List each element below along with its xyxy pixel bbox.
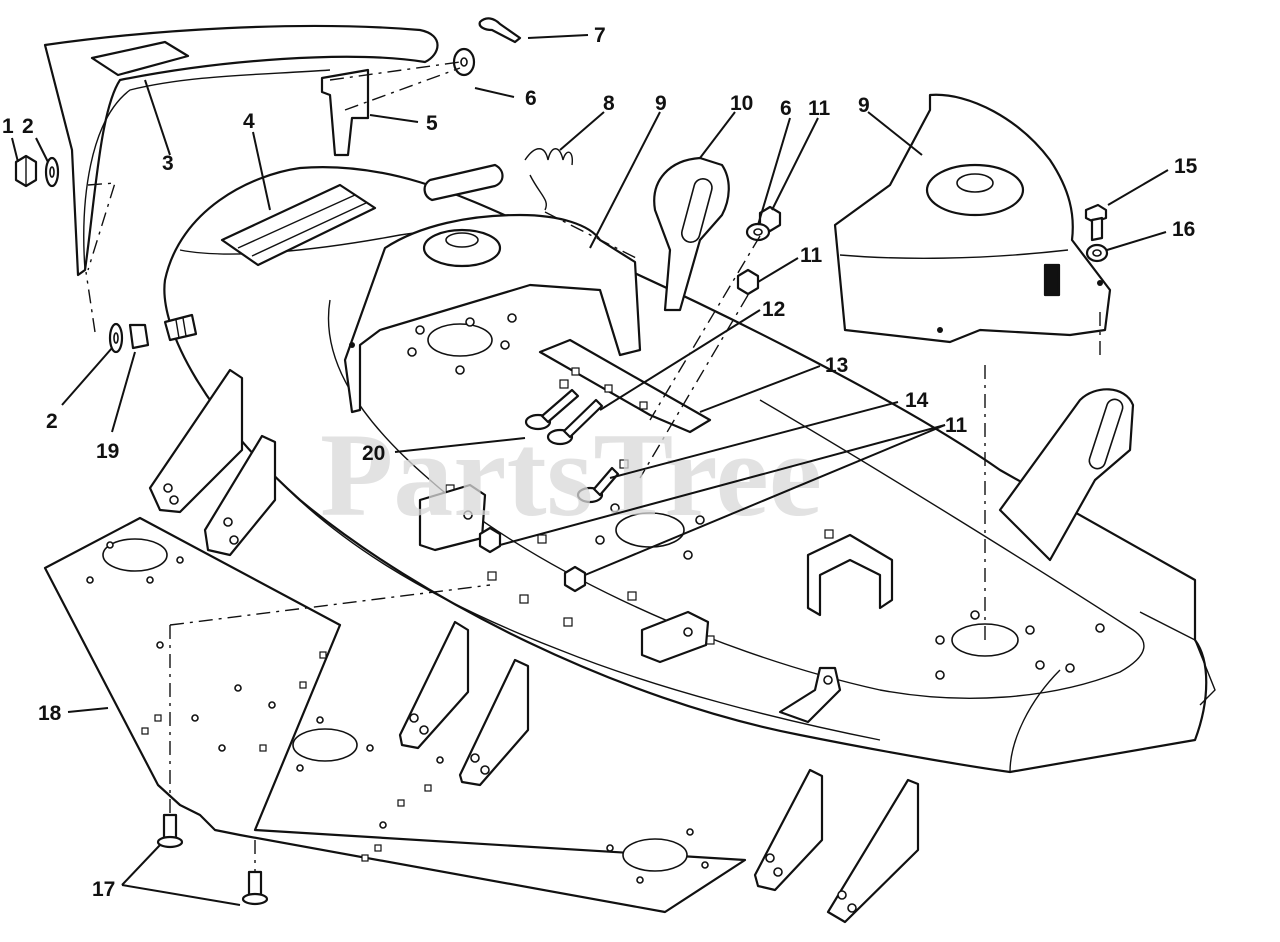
hanger-plate-1 — [148, 368, 244, 514]
hanger-plate-2 — [203, 434, 277, 557]
spacer-19 — [128, 323, 150, 350]
washer-16 — [1085, 243, 1109, 263]
spring — [524, 148, 574, 211]
callout-2-bottom: 2 — [46, 410, 58, 433]
callout-15: 15 — [1174, 155, 1198, 178]
bolt-15 — [1084, 203, 1108, 242]
callout-leaders — [11, 34, 1169, 906]
callout-5: 5 — [426, 112, 438, 135]
callout-11-c: 11 — [945, 414, 968, 437]
callout-20: 20 — [362, 442, 385, 465]
hanger-plate-6 — [826, 778, 920, 924]
callout-9-right: 9 — [858, 94, 870, 117]
bolt-17-b — [241, 870, 269, 906]
callout-1: 1 — [2, 115, 14, 138]
callout-3: 3 — [162, 152, 174, 175]
bolt-17-a — [156, 813, 184, 849]
washer-2-bottom — [108, 322, 124, 354]
hanger-plate-5 — [753, 768, 824, 892]
callout-16: 16 — [1172, 218, 1195, 241]
callout-12: 12 — [762, 298, 785, 321]
callout-10: 10 — [730, 92, 753, 115]
washer-6-center — [745, 222, 771, 242]
callout-11-b: 11 — [800, 244, 823, 267]
callout-4: 4 — [243, 110, 255, 133]
idler-bracket — [653, 156, 730, 312]
callout-7: 7 — [594, 24, 606, 47]
belt-cover-left — [343, 213, 642, 414]
belt-cover-right — [833, 93, 1112, 344]
carriage-bolt-14 — [576, 466, 620, 504]
nut-11-d — [563, 565, 587, 593]
carriage-bolt-20-a — [524, 388, 580, 431]
deck-bolt-holes — [407, 313, 1105, 680]
hanger-plate-3 — [398, 620, 470, 750]
angle-bracket-front — [640, 610, 710, 664]
callout-9-left: 9 — [655, 92, 667, 115]
cotter-pin-7 — [478, 17, 522, 44]
mounting-plate-12-13 — [538, 338, 712, 434]
callout-14: 14 — [905, 389, 929, 412]
nut-11-c — [478, 526, 502, 554]
hanger-plate-4 — [458, 658, 530, 787]
callout-6-top: 6 — [525, 87, 537, 110]
anti-scalp-bracket — [778, 666, 842, 724]
callout-18: 18 — [38, 702, 62, 725]
decal — [220, 183, 377, 267]
callout-8: 8 — [603, 92, 615, 115]
callout-labels: 1 2 3 4 5 6 7 8 9 10 6 11 9 15 16 11 12 … — [2, 24, 1198, 901]
lift-bracket — [320, 68, 370, 157]
callout-19: 19 — [96, 440, 119, 463]
callout-13: 13 — [825, 354, 848, 377]
carriage-bolt-20-b — [546, 398, 604, 446]
washer-2-top — [44, 156, 60, 188]
deck-tube — [423, 163, 504, 202]
threaded-stud — [163, 313, 198, 342]
discharge-deflector — [43, 24, 439, 277]
hex-nut-1 — [14, 154, 38, 188]
channel-bracket — [806, 533, 894, 617]
callout-17: 17 — [92, 878, 115, 901]
pivot-arm-right — [998, 388, 1135, 562]
callout-11-a: 11 — [808, 97, 831, 120]
watermark: PartsTree — [320, 408, 822, 541]
callout-2-top: 2 — [22, 115, 34, 138]
nut-11-b — [736, 268, 760, 296]
callout-6-center: 6 — [780, 97, 792, 120]
assembly-lines — [85, 61, 1101, 872]
baffle-plate — [43, 516, 747, 914]
